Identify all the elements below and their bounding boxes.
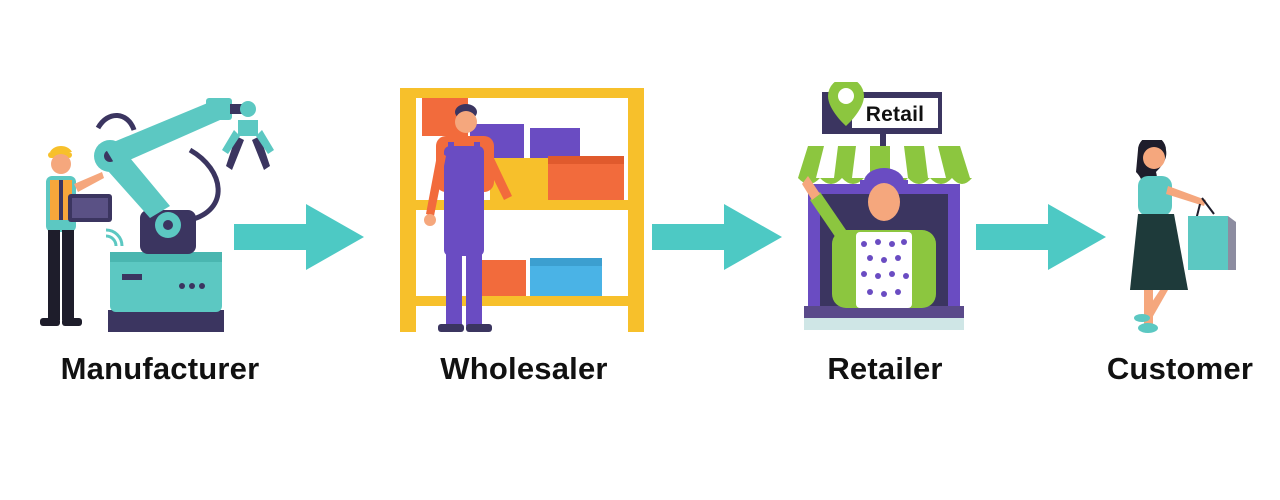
stage-label-manufacturer: Manufacturer <box>60 351 260 386</box>
stage-label-retailer: Retailer <box>827 351 943 386</box>
stage-label-customer: Customer <box>1106 351 1254 386</box>
stage-label-wholesaler: Wholesaler <box>440 351 608 386</box>
arrow-right-icon <box>234 204 364 270</box>
shopper-icon <box>1130 140 1236 333</box>
warehouse-shelf-icon <box>400 88 644 332</box>
retail-shop-icon <box>798 82 972 330</box>
arrow-right-icon <box>652 204 782 270</box>
arrow-right-icon <box>976 204 1106 270</box>
retail-sign-text: Retail <box>865 103 925 126</box>
robotic-arm-factory-icon <box>40 98 274 332</box>
